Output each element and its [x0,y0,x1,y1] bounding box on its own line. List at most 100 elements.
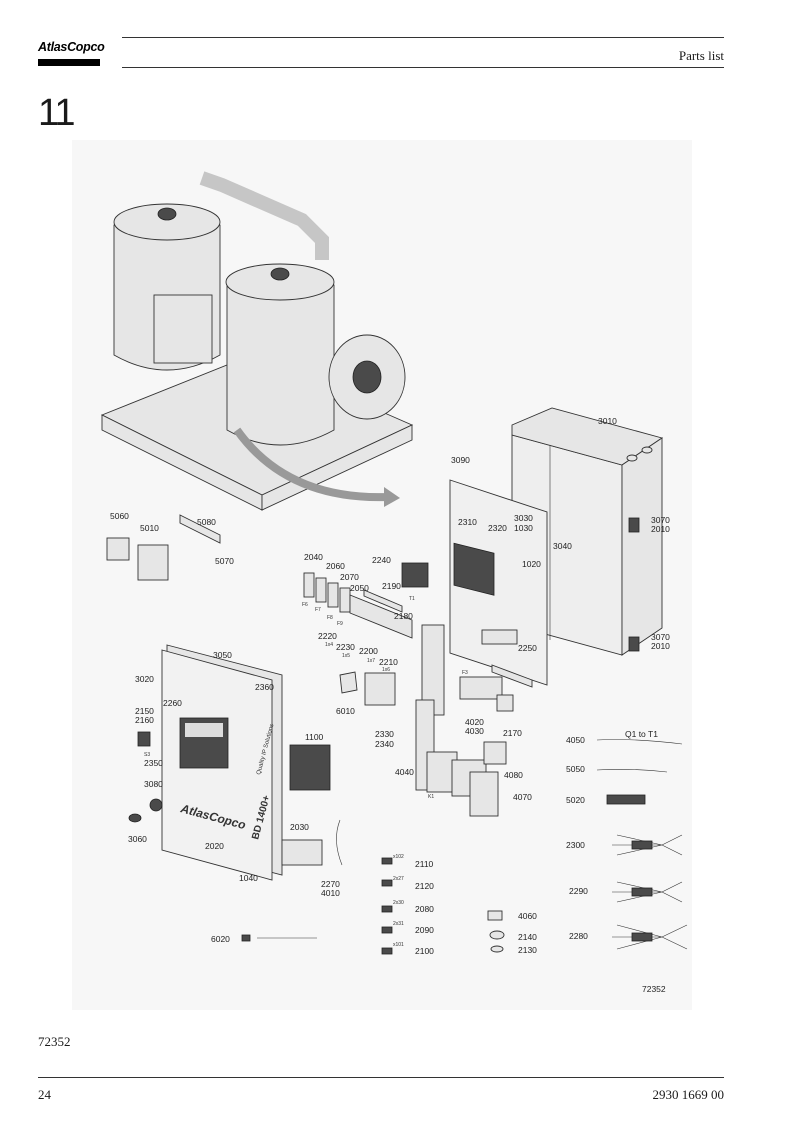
callout-5070: 5070 [215,556,234,566]
mark-f8: F8 [327,615,333,621]
rail-2190 [363,589,403,613]
parts-diagram: AtlasCopco BD 1400+ Quality IP Solutions… [100,171,688,994]
figure-code: 72352 [642,984,666,994]
emergency-stop-3080 [149,798,163,812]
callout-2350: 2350 [144,758,163,768]
vessel-right-top [225,263,335,301]
relay-4020 [459,676,503,700]
terminal-strip-2200 [349,594,413,639]
control-box-on-unit [153,294,213,364]
callout-2330: 2330 [375,729,394,739]
callout-3030: 3030 [514,513,533,523]
callout-5020: 5020 [566,795,585,805]
mark-s3: S3 [144,752,150,758]
callout-1040: 1040 [239,873,258,883]
vessel-left-flange [157,207,177,221]
callout-2040: 2040 [304,552,323,562]
mark-x101: x101 [393,942,404,948]
callout-4010: 4010 [321,888,340,898]
callout-2060: 2060 [326,561,345,571]
mark-1x5: 1x5 [342,653,350,659]
section-number: 11 [38,92,75,134]
callout-2230: 2230 [336,642,355,652]
dryer-unit-illustration [100,171,414,511]
label-2250 [481,629,518,645]
callout-1030: 1030 [514,523,533,533]
callout-2110: 2110 [415,859,434,869]
module-4070 [469,771,499,817]
switch-2150 [137,731,151,747]
relay-5060 [106,537,130,561]
vessel-left-top [113,203,221,241]
part-4060 [487,910,503,921]
silencer-core [352,360,382,394]
callout-3010: 3010 [598,416,617,426]
mark-f6: F6 [302,602,308,608]
mark-f9: F9 [337,621,343,627]
mark-f3: F3 [462,670,468,676]
atlas-copco-logo: AtlasCopco [38,40,105,68]
harness-2280 [612,924,688,950]
relay-4080 [483,741,507,765]
header-rule-top [122,37,724,38]
callout-2250: 2250 [518,643,537,653]
callout-2180: 2180 [394,611,413,621]
part-6010 [339,671,358,694]
callout-2170: 2170 [503,728,522,738]
mounting-plate [449,479,548,686]
callout-2010-bottom: 2010 [651,641,670,651]
callout-4080: 4080 [504,770,523,780]
callout-2200: 2200 [359,646,378,656]
callout-2130: 2130 [518,945,537,955]
callout-2160: 2160 [135,715,154,725]
mark-f7: F7 [315,607,321,613]
callout-4050: 4050 [566,735,585,745]
callout-2360: 2360 [255,682,274,692]
callout-4070: 4070 [513,792,532,802]
callout-4040: 4040 [395,767,414,777]
rail-upper [491,664,533,688]
label-2030 [281,839,323,866]
top-pipe [199,171,329,260]
mark-2x30: 2x30 [393,900,404,906]
callout-6010: 6010 [336,706,355,716]
mark-2x27: 2x27 [393,876,404,882]
callout-5060: 5060 [110,511,129,521]
logo-wordmark: AtlasCopco [38,40,105,54]
cabinet-side [621,437,663,656]
label-1100 [289,744,331,791]
harness-2290 [612,881,683,903]
base-frame-front [261,424,413,511]
callout-3050: 3050 [213,650,232,660]
vessel-right-flange [270,267,290,281]
callout-2150: 2150 [135,706,154,716]
explode-arrow-head [384,487,400,507]
mark-t1: T1 [409,596,415,602]
callout-2020: 2020 [205,841,224,851]
mark-2x31: 2x31 [393,921,404,927]
callout-3070-bottom: 3070 [651,632,670,642]
page-header-title: Parts list [678,48,724,63]
callout-3040: 3040 [553,541,572,551]
page-number: 24 [38,1087,51,1102]
connector-3070-top [628,517,640,533]
callout-4030: 4030 [465,726,484,736]
harness-2300 [612,834,683,856]
callout-3070-top: 3070 [651,515,670,525]
callout-3090: 3090 [451,455,470,465]
mark-1x7: 1x7 [367,658,375,664]
document-number: 2930 1669 00 [652,1087,725,1102]
callout-5050: 5050 [566,764,585,774]
relay-2330 [364,672,396,706]
mark-1x6: 1x6 [382,667,390,673]
mark-1x4: 1x4 [325,642,333,648]
key-3060 [128,813,142,823]
cable-5020 [606,794,646,805]
front-panel: AtlasCopco BD 1400+ Quality IP Solutions [128,644,331,881]
transformer-2240 [401,562,429,588]
din-rail-5080 [179,514,221,544]
callout-2120: 2120 [415,881,434,891]
callout-5010: 5010 [140,523,159,533]
callout-2010-top: 2010 [651,524,670,534]
terminal-blocks [303,562,429,639]
